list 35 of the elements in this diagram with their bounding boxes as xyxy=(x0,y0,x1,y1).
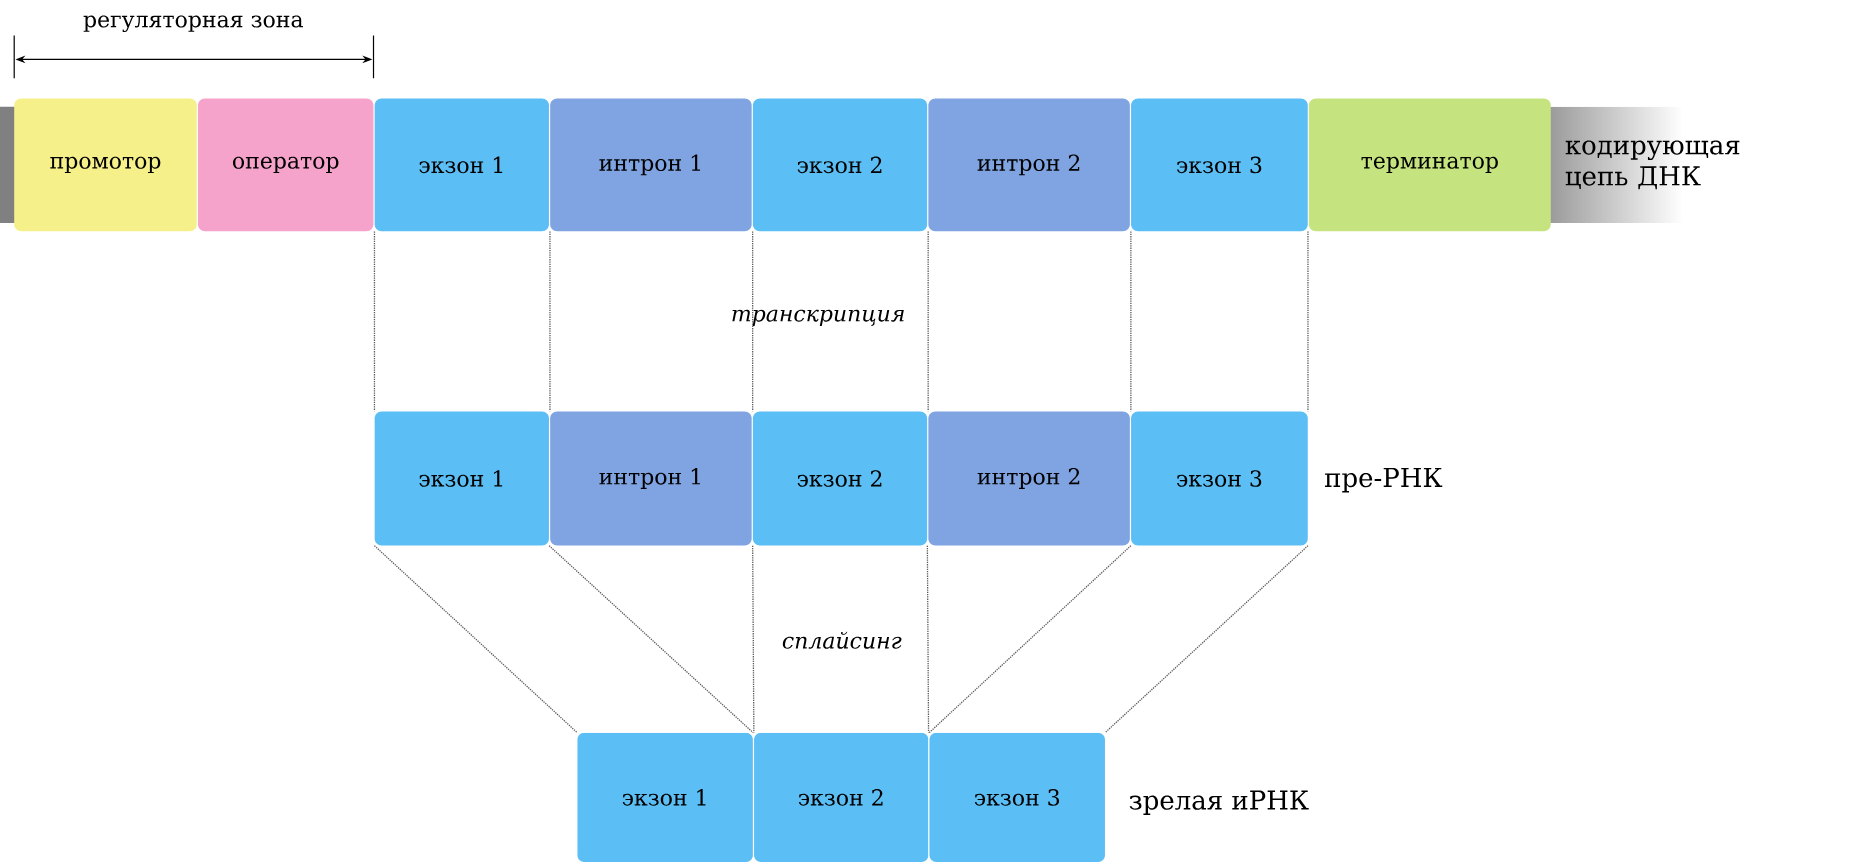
exon-box: экзон 2 xyxy=(752,411,928,546)
terminator-box: терминатор xyxy=(1308,98,1551,232)
exon-box: экзон 1 xyxy=(374,98,549,232)
operator-box: оператор xyxy=(197,98,374,232)
dotted-line xyxy=(1130,230,1132,412)
process-label: транскрипция xyxy=(732,309,904,326)
dotted-line xyxy=(752,230,754,412)
dotted-line xyxy=(752,545,755,734)
process-label: сплайсинг xyxy=(782,631,902,649)
dotted-line xyxy=(928,545,1132,734)
node-label: экзон 3 xyxy=(974,789,1060,806)
dotted-line xyxy=(373,230,376,412)
dotted-line xyxy=(926,545,930,734)
node-label: экзон 1 xyxy=(622,789,706,806)
exon-box: экзон 3 xyxy=(1131,411,1308,546)
dotted-line xyxy=(549,230,551,412)
intron-box: интрон 2 xyxy=(928,98,1130,232)
exon-box: экзон 2 xyxy=(754,732,929,862)
intron-box: интрон 1 xyxy=(550,98,752,232)
intron-box: интрон 2 xyxy=(928,411,1130,546)
exon-box: экзон 1 xyxy=(374,411,549,546)
dotted-line xyxy=(1307,230,1309,412)
exon-box: экзон 1 xyxy=(577,732,753,862)
dimension-label: регуляторная зона xyxy=(83,15,303,33)
intron-box: интрон 1 xyxy=(550,411,752,546)
promoter-box: промотор xyxy=(14,98,197,232)
node-label: экзон 2 xyxy=(798,789,883,806)
dotted-line xyxy=(927,230,929,412)
exon-box: экзон 3 xyxy=(929,732,1105,862)
dotted-line xyxy=(548,545,754,734)
dotted-line xyxy=(1104,545,1309,734)
dotted-line xyxy=(373,545,578,734)
exon-box: экзон 2 xyxy=(752,98,928,232)
molecule-label: зрелая иРНК xyxy=(1129,790,1309,815)
exon-box: экзон 3 xyxy=(1131,98,1308,232)
